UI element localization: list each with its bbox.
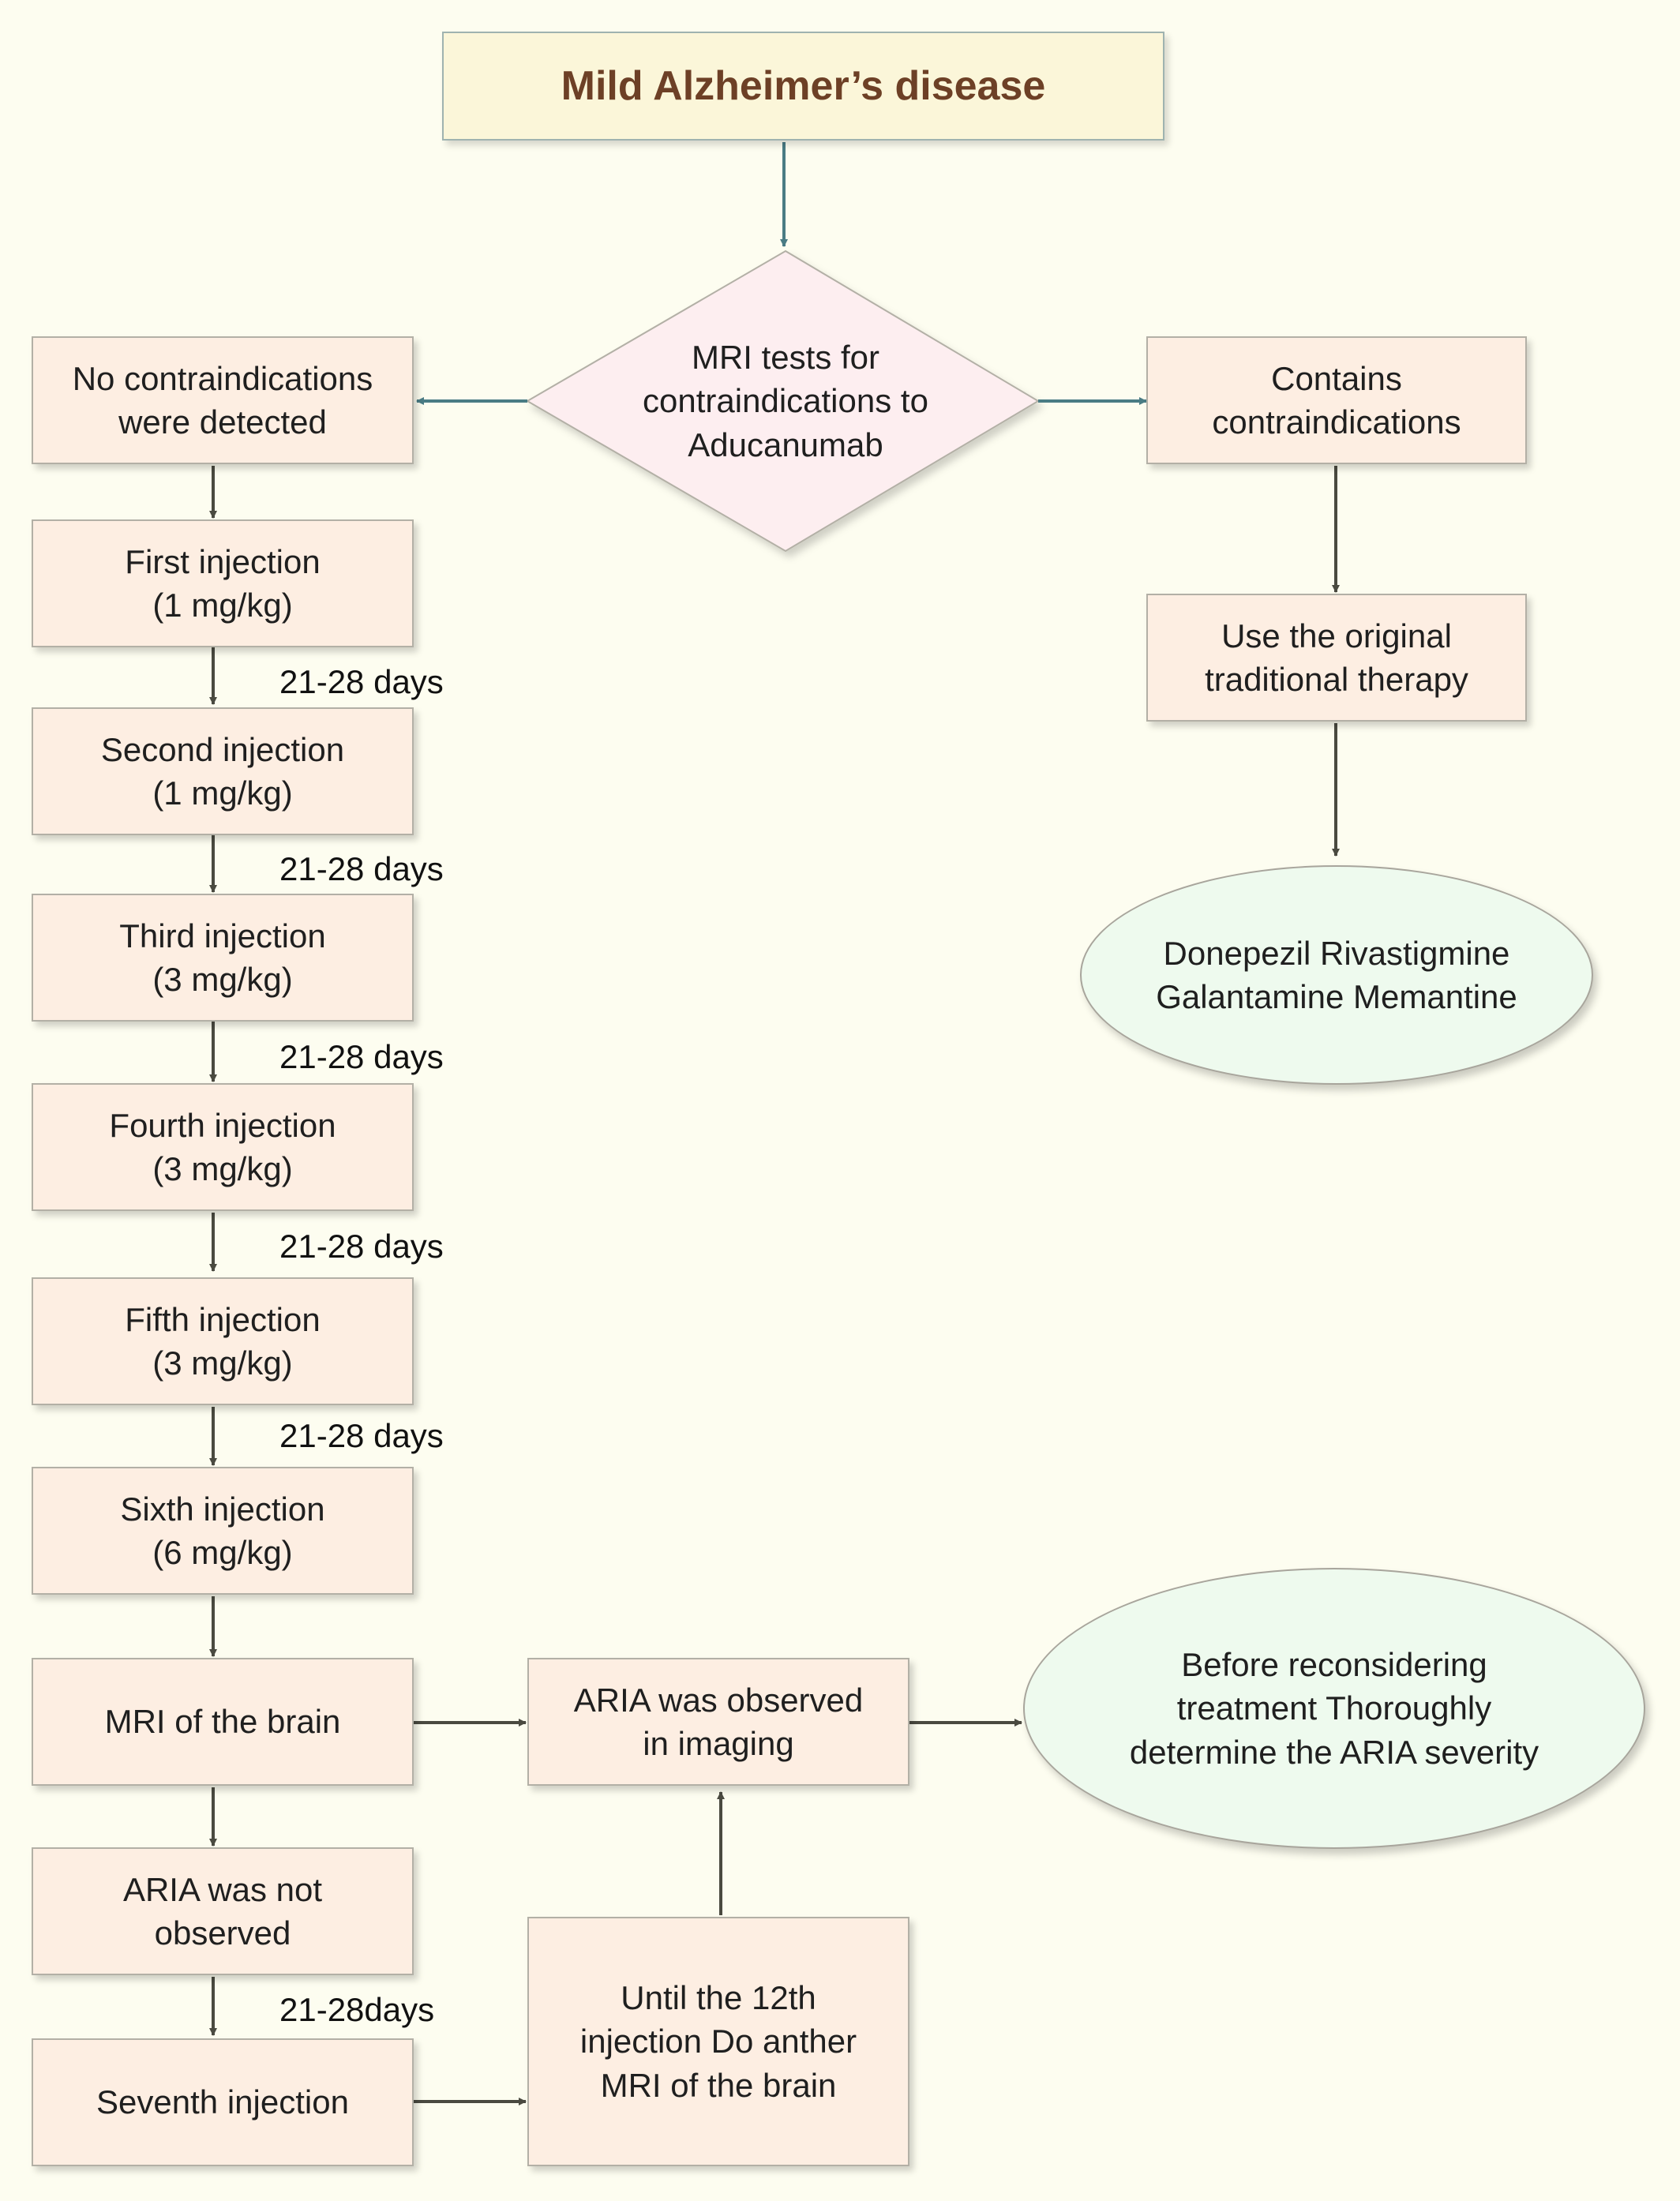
traditional-therapy-box: Use the original traditional therapy <box>1146 594 1527 722</box>
sixth-injection-box: Sixth injection (6 mg/kg) <box>32 1467 414 1595</box>
decision-diamond <box>526 249 1040 553</box>
no-contraindications-box: No contraindications were detected <box>32 336 414 464</box>
fourth-injection-box: Fourth injection (3 mg/kg) <box>32 1083 414 1211</box>
interval-label: 21-28 days <box>279 850 444 887</box>
fifth-injection-box: Fifth injection (3 mg/kg) <box>32 1277 414 1405</box>
aria-not-observed-box: ARIA was not observed <box>32 1847 414 1975</box>
decision-text: MRI tests for contraindications to Aduca… <box>643 338 928 463</box>
interval-label: 21-28 days <box>279 1417 444 1454</box>
dark-arrows <box>209 466 1340 2105</box>
interval-label: 21-28 days <box>279 663 444 700</box>
drugs-ellipse: Donepezil Rivastigmine Galantamine Meman… <box>1080 865 1593 1085</box>
mri-brain-box: MRI of the brain <box>32 1658 414 1786</box>
until-12th-injection-box: Until the 12th injection Do anther MRI o… <box>527 1917 909 2166</box>
contains-contraindications-box: Contains contraindications <box>1146 336 1527 464</box>
second-injection-box: Second injection (1 mg/kg) <box>32 707 414 835</box>
aria-observed-box: ARIA was observed in imaging <box>527 1658 909 1786</box>
reconsider-ellipse: Before reconsidering treatment Thoroughl… <box>1023 1568 1645 1849</box>
interval-label: 21-28days <box>279 1991 435 2028</box>
teal-arrows <box>416 142 1147 405</box>
title-box: Mild Alzheimer’s disease <box>442 32 1164 141</box>
third-injection-box: Third injection (3 mg/kg) <box>32 894 414 1022</box>
seventh-injection-box: Seventh injection <box>32 2038 414 2166</box>
interval-label: 21-28 days <box>279 1038 444 1075</box>
interval-label: 21-28 days <box>279 1228 444 1265</box>
first-injection-box: First injection (1 mg/kg) <box>32 519 414 647</box>
